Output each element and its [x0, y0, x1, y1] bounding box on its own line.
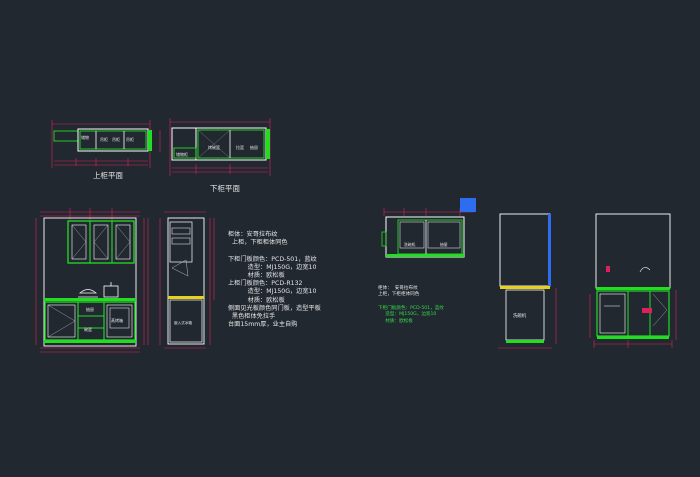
note-right-green-line-1: 下柜门板颜色：PCD-501，蓝纹: [378, 306, 444, 311]
front-elevation: 抽屉 碗篮 蒸烤箱: [35, 208, 149, 353]
note-left-line-7: 上柜门板颜色：PCD-R132: [228, 280, 303, 288]
upper-plan-label-2: 吊柜: [100, 136, 108, 142]
right-plan-label-2: 抽屉: [440, 242, 448, 247]
note-right-line-1: 柜体： 安哥拉布纹: [378, 286, 418, 291]
side-elevation-dimensions: [159, 211, 215, 349]
upper-plan-caption: 上柜平面: [93, 171, 123, 180]
note-left-line-12: 台面15mm厚，业主自购: [228, 321, 298, 329]
right-elevation-front: [589, 213, 677, 348]
upper-plan-label-4: 吊柜: [126, 136, 134, 142]
upper-plan-label-1: 储物: [81, 134, 89, 140]
right-cabinet-plan: 洗碗机 抽屉: [381, 198, 476, 258]
lower-cabinet-plan: 储物柜 烤碗篮 拉篮 抽屉: [169, 118, 271, 176]
note-right-green-line-2: 造型：MJ150G，边宽10: [378, 312, 437, 318]
note-left-line-9: 材质：欧松板: [228, 296, 285, 304]
lower-plan-label-2: 烤碗篮: [208, 144, 220, 150]
lower-door-open-marks: [47, 304, 76, 338]
note-left-line-5: 造型：MJ150G，边宽10: [228, 263, 317, 271]
note-left-line-1: 柜体：安哥拉布纹: [228, 231, 278, 238]
upper-door-open-marks: [71, 224, 131, 260]
right-front-dimensions: [589, 290, 677, 348]
elevation-label-bowl: 碗篮: [84, 326, 92, 332]
note-right-green-line-3: 材质：欧松板: [378, 318, 413, 324]
front-elevation-dimensions: [35, 208, 149, 353]
upper-cabinet-plan: 储物 吊柜 吊柜 吊柜: [51, 120, 161, 168]
note-left-line-10: 侧面见光板颜色同门板，造型平板: [228, 304, 321, 312]
elevation-label-fridge: 嵌入式冰箱: [174, 320, 192, 325]
note-right-line-2: 上柜，下柜柜体同色: [378, 292, 420, 298]
note-left-line-6: 材质：欧松板: [228, 272, 285, 280]
notes-left: 柜体：安哥拉布纹 上柜，下柜柜体同色 下柜门板颜色：PCD-501，蓝纹 造型：…: [228, 231, 321, 329]
lower-plan-caption: 下柜平面: [210, 184, 240, 193]
note-left-line-2: 上柜，下柜柜体同色: [228, 239, 288, 247]
elevation-label-oven: 蒸烤箱: [111, 317, 123, 323]
notes-right-white: 柜体： 安哥拉布纹 上柜，下柜柜体同色: [378, 286, 419, 299]
lower-plan-label-1: 储物柜: [176, 151, 188, 157]
washer-elevation-dimensions: [498, 288, 557, 349]
side-elevation-left: 嵌入式冰箱: [159, 211, 215, 349]
right-plan-label-1: 洗碗机: [404, 242, 416, 247]
note-left-line-11: 黑色柜体免拉手: [228, 313, 276, 321]
note-left-line-8: 造型：MJ150G，边宽10: [228, 288, 317, 296]
notes-right-green: 下柜门板颜色：PCD-501，蓝纹 造型：MJ150G，边宽10 材质：欧松板: [378, 306, 444, 325]
right-elevation-washer: 洗碗机: [498, 213, 557, 349]
lower-plan-label-3: 拉篮: [236, 144, 244, 150]
upper-plan-label-3: 吊柜: [112, 136, 120, 142]
note-left-line-4: 下柜门板颜色：PCD-501，蓝纹: [228, 255, 317, 263]
upper-plan-dimensions: [51, 120, 161, 168]
lower-plan-label-4: 抽屉: [250, 144, 258, 150]
washer-label: 洗碗机: [513, 312, 527, 319]
elevation-label-drawer: 抽屉: [86, 306, 94, 312]
